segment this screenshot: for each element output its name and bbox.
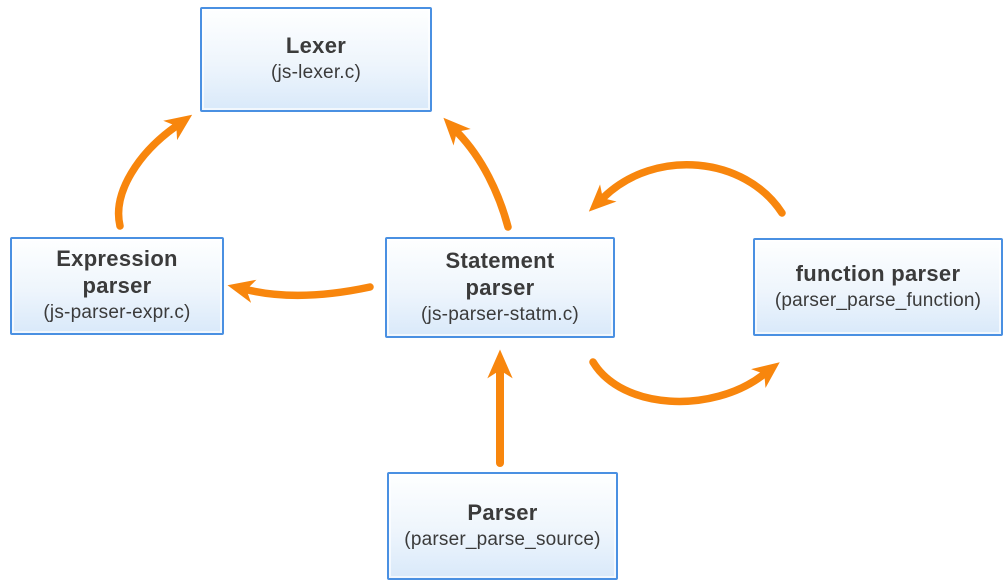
node-function-parser-subtitle: (parser_parse_function) [774, 289, 982, 311]
node-statement-parser-title: Statement parser [445, 247, 555, 300]
node-statement-parser-subtitle: (js-parser-statm.c) [421, 303, 579, 325]
arrow-function-parser-to-statement-parser [588, 161, 786, 217]
arrow-expression-parser-to-lexer [114, 114, 193, 230]
node-lexer: Lexer (js-lexer.c) [200, 7, 432, 112]
node-parser-title: Parser [467, 499, 538, 525]
node-parser-subtitle: (parser_parse_source) [404, 528, 601, 550]
node-expression-parser-title: Expression parser [56, 246, 178, 299]
node-expression-parser-subtitle: (js-parser-expr.c) [43, 302, 191, 323]
node-lexer-title: Lexer [285, 33, 347, 59]
arrow-statement-parser-to-lexer [443, 117, 512, 231]
node-statement-parser: Statement parser (js-parser-statm.c) [385, 237, 615, 338]
arrow-statement-parser-to-expression-parser [227, 279, 374, 303]
node-function-parser: function parser (parser_parse_function) [753, 238, 1003, 336]
node-function-parser-title: function parser [795, 260, 961, 286]
node-parser: Parser (parser_parse_source) [387, 472, 618, 580]
node-expression-parser: Expression parser (js-parser-expr.c) [10, 237, 224, 335]
arrow-statement-parser-to-function-parser [589, 358, 780, 406]
node-lexer-subtitle: (js-lexer.c) [270, 62, 361, 84]
